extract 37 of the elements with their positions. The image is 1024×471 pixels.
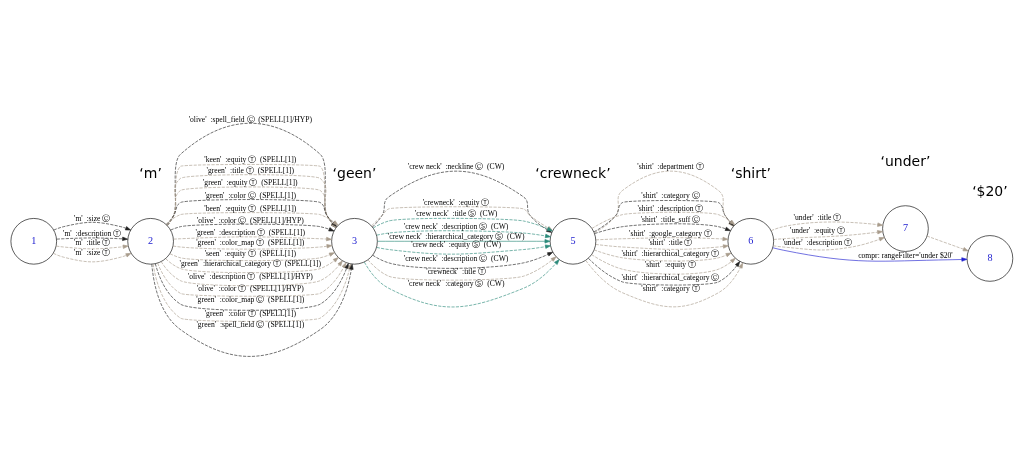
arrow [364,258,560,307]
arrow [770,221,884,231]
label: ‘crewneck’ [535,164,611,181]
label: ‘geen’ [332,164,377,181]
arrow [585,259,744,307]
arrow [595,243,729,250]
arrow [367,256,557,280]
arrow [169,251,335,261]
arrow [773,229,883,240]
arrow [377,238,551,243]
arrow [157,261,347,297]
arrow [53,252,132,262]
arrow [372,251,554,269]
arrow [55,244,129,249]
arrow [56,236,128,241]
arrow [155,262,349,311]
arrow [772,246,968,262]
label: ‘m’ [139,164,162,181]
label: ‘under’ [880,152,931,169]
arrow [53,221,131,230]
arrow [594,223,731,234]
arrow [588,257,741,285]
arrow [376,244,551,254]
arrow [926,235,969,251]
node-circle: 8 [966,234,1014,282]
label: ‘shirt’ [730,164,771,181]
arrow [165,256,339,273]
arrow [160,260,343,286]
label: ‘$20’ [972,182,1008,199]
arrow [172,243,333,249]
arrow [772,236,885,250]
arrow [595,236,729,241]
arrow [591,253,736,274]
arrow [173,236,332,241]
node-circle: 7 [882,204,929,252]
node-circle: 1 [10,217,57,264]
arrow [593,249,732,261]
